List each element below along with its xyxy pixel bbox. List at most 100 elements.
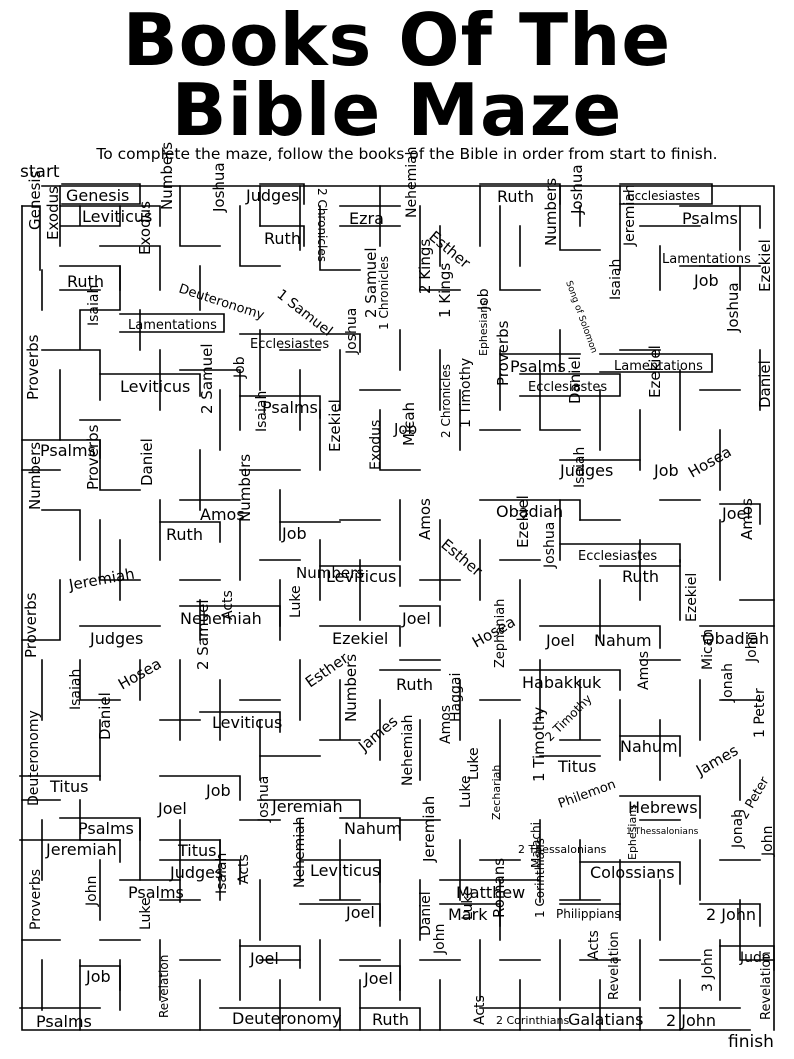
maze-word-micah: Micah — [400, 402, 418, 446]
maze-word-ruth: Ruth — [67, 272, 104, 291]
maze-word-nehemiah: Nehemiah — [400, 714, 416, 786]
maze-word-psalms: Psalms — [682, 209, 738, 228]
maze-word-joshua: Joshua — [210, 162, 228, 213]
maze-word-lamentations: Lamentations — [614, 359, 703, 374]
maze-word-job: Job — [281, 524, 307, 543]
maze-word-daniel: Daniel — [756, 360, 774, 408]
maze-word-amos: Amos — [738, 498, 756, 540]
maze-word-ezekiel: Ezekiel — [756, 239, 774, 292]
maze-word-nehemiah: Nehemiah — [292, 816, 308, 888]
maze-border — [21, 185, 775, 1031]
maze-word-1-timothy: 1 Timothy — [458, 358, 474, 428]
maze-word-numbers: Numbers — [158, 142, 176, 210]
maze-word-proverbs: Proverbs — [28, 869, 44, 930]
maze-word-ezra: Ezra — [349, 209, 384, 228]
maze-word-1-chronicles: 1 Chronicles — [377, 256, 391, 330]
maze-word-jeremiah: Jeremiah — [271, 797, 343, 816]
maze-word-psalms: Psalms — [36, 1012, 92, 1031]
maze-word-nahum: Nahum — [620, 737, 678, 756]
finish-label: finish — [728, 1032, 774, 1052]
maze-word-ruth: Ruth — [497, 187, 534, 206]
maze-word-numbers: Numbers — [296, 564, 364, 582]
maze-word-ezekiel: Ezekiel — [326, 399, 344, 452]
maze-word-judges: Judges — [169, 863, 223, 882]
maze-word-amos: Amos — [416, 498, 434, 540]
maze-word-ecclesiastes: Ecclesiastes — [627, 189, 700, 203]
maze-word-joel: Joel — [249, 949, 279, 968]
maze-word-numbers: Numbers — [542, 178, 560, 246]
maze-word-psalms: Psalms — [78, 819, 134, 838]
maze-word-acts: Acts — [220, 590, 236, 620]
maze-word-joel: Joel — [545, 631, 575, 650]
maze-word-nahum: Nahum — [344, 819, 402, 838]
maze-word-1-timothy: 1 Timothy — [530, 707, 548, 782]
instructions: To complete the maze, follow the books o… — [96, 145, 718, 163]
maze-word-1-thessalonians: 1 Thessalonians — [626, 827, 699, 837]
maze-word-daniel: Daniel — [566, 356, 584, 404]
maze-word-jeremiah: Jeremiah — [420, 796, 438, 863]
maze-word-judges: Judges — [89, 629, 143, 648]
maze-word-luke: Luke — [466, 747, 482, 780]
maze-word-deuteronomy: Deuteronomy — [232, 1009, 341, 1028]
maze-word-song-of-solomon: Song of Solomon — [563, 280, 598, 355]
maze-word-romans: Romans — [490, 858, 508, 918]
maze-word-titus: Titus — [49, 777, 88, 796]
maze-word-luke: Luke — [460, 887, 476, 920]
maze-word-exodus: Exodus — [136, 201, 154, 255]
maze-word-isaiah: Isaiah — [86, 285, 102, 326]
maze-word-daniel: Daniel — [138, 438, 156, 486]
maze-word-ruth: Ruth — [396, 675, 433, 694]
maze-word-genesis: Genesis — [66, 186, 129, 205]
maze-word-philippians: Philippians — [556, 907, 621, 921]
maze-word-proverbs: Proverbs — [494, 320, 512, 386]
word-boxes — [19, 183, 775, 1031]
maze-word-john: John — [760, 826, 776, 857]
maze-word-ephesians: Ephesians — [477, 300, 490, 356]
maze-word-zechariah: Zechariah — [490, 765, 503, 820]
maze-word-joel: Joel — [157, 799, 187, 818]
maze-word-zephaniah: Zephaniah — [493, 599, 508, 668]
maze-word-psalms: Psalms — [510, 357, 566, 376]
maze-word-judges: Judges — [245, 186, 299, 205]
maze-word-2-chronicles: 2 Chronicles — [439, 364, 453, 438]
maze-word-acts: Acts — [472, 995, 488, 1025]
maze-word-isaiah: Isaiah — [214, 853, 230, 894]
maze-word-joshua: Joshua — [568, 164, 586, 215]
maze-walls — [19, 183, 775, 1031]
maze-word-jonah: Jonah — [730, 809, 746, 849]
maze-word-genesis: Genesis — [26, 170, 44, 230]
maze-word-ruth: Ruth — [372, 1010, 409, 1029]
maze-word-ruth: Ruth — [166, 525, 203, 544]
maze-word-revelation: Revelation — [607, 931, 622, 1000]
maze-word-job: Job — [85, 967, 111, 986]
maze-word-leviticus: Leviticus — [212, 713, 282, 732]
maze-word-jonah: Jonah — [720, 663, 736, 703]
maze-word-jeremiah: Jeremiah — [67, 565, 136, 594]
maze-word-job: Job — [205, 781, 231, 800]
maze-walls-internal — [21, 185, 775, 1031]
maze-word-joshua: Joshua — [724, 282, 742, 333]
maze-word-deuteronomy: Deuteronomy — [26, 710, 42, 806]
maze-word-numbers: Numbers — [342, 654, 360, 722]
maze-word-luke: Luke — [138, 897, 154, 930]
maze-word-joshua: Joshua — [344, 308, 360, 355]
maze-word-nahum: Nahum — [594, 631, 652, 650]
maze-word-2-samuel: 2 Samuel — [362, 247, 380, 318]
maze-word-1-samuel: 1 Samuel — [274, 287, 336, 340]
maze-word-luke: Luke — [288, 585, 304, 618]
maze-word-nehemiah: Nehemiah — [404, 146, 420, 218]
maze-word-2-chronicles: 2 Chronicles — [315, 188, 329, 262]
maze-word-john: John — [744, 632, 760, 663]
maze-word-philemon: Philemon — [556, 777, 618, 812]
maze-word-james: James — [354, 712, 401, 756]
maze-word-job: Job — [476, 288, 492, 311]
maze-word-ecclesiastes: Ecclesiastes — [250, 337, 329, 352]
maze-word-ruth: Ruth — [264, 229, 301, 248]
maze-word-2-john: 2 John — [706, 905, 756, 924]
maze-word-lamentations: Lamentations — [662, 252, 751, 267]
maze-word-2-thessalonians: 2 Thessalonians — [518, 843, 607, 856]
maze-word-daniel: Daniel — [418, 891, 434, 936]
maze-word-john: John — [84, 876, 100, 907]
